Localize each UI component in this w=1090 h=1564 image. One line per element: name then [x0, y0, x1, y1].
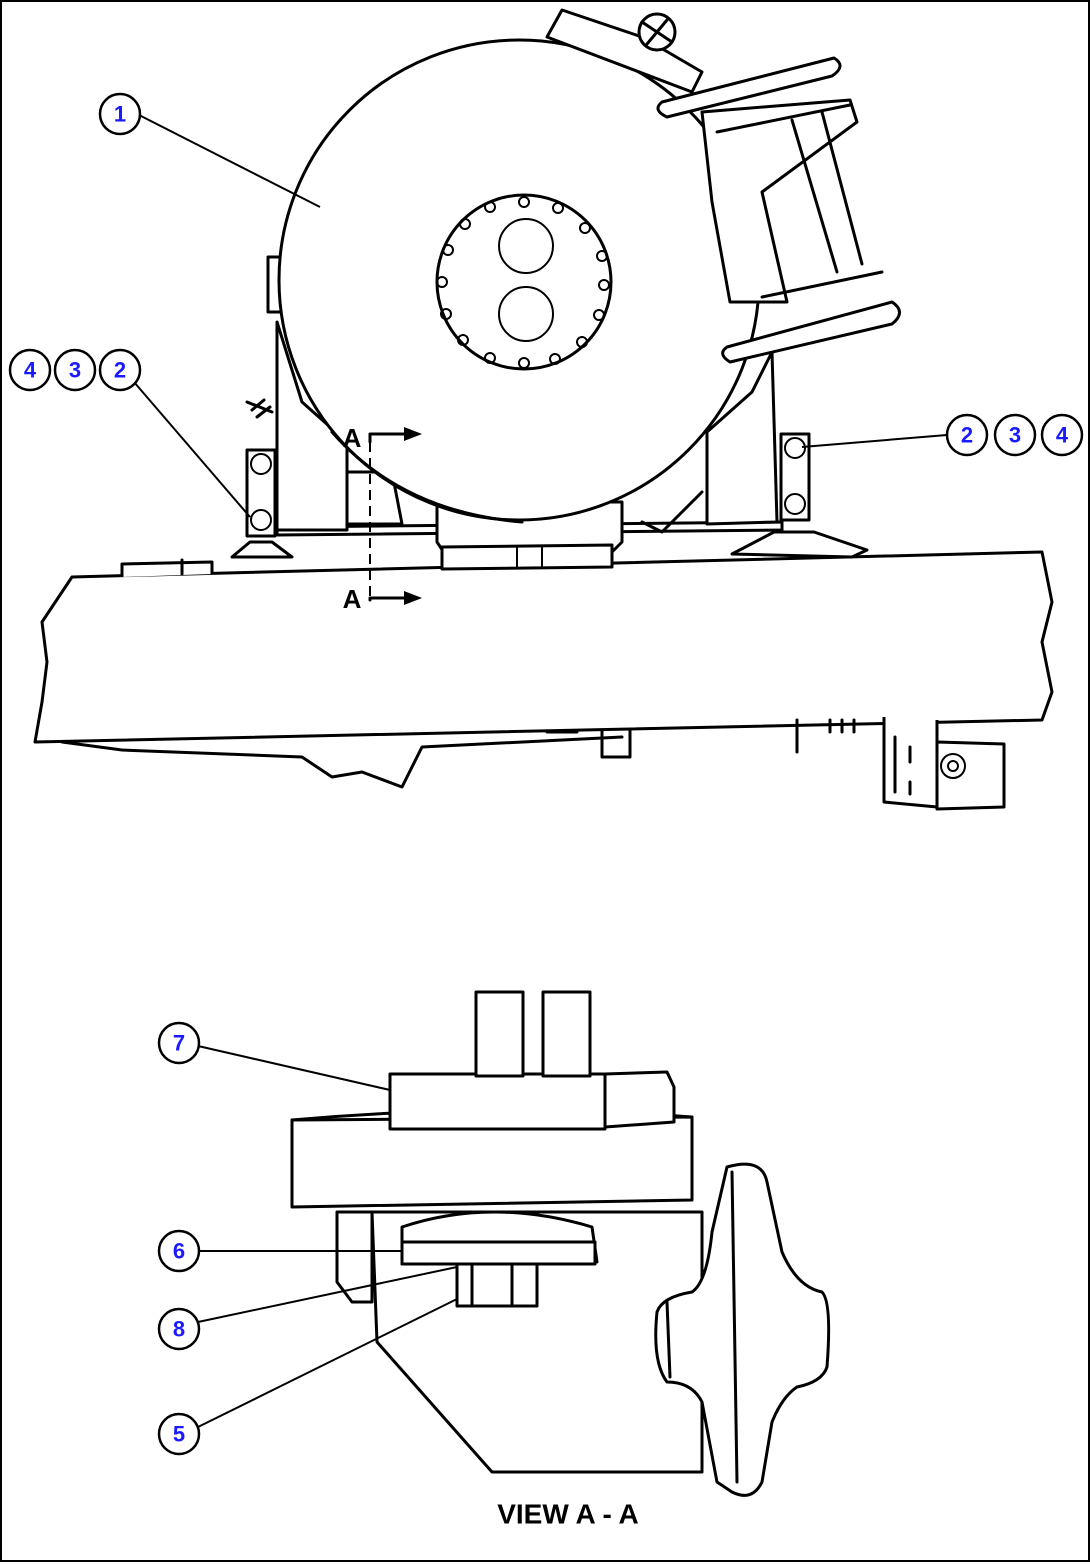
section-mark-bottom: A [343, 584, 362, 614]
callout-3-left-label: 3 [69, 358, 81, 383]
callout-5-label: 5 [173, 1422, 185, 1447]
lower-right-bracket [882, 717, 1006, 811]
main-view: A A [33, 8, 1054, 811]
callout-7: 7 [157, 1021, 201, 1065]
view-title: VIEW A - A [497, 1499, 639, 1530]
isolator-pad [290, 990, 694, 1209]
star-knob [654, 1162, 831, 1497]
callout-2-right: 2 [945, 413, 989, 457]
washer-and-nut [400, 1210, 599, 1308]
left-isolator-mount [230, 448, 294, 559]
callout-7-label: 7 [173, 1031, 185, 1056]
callout-4-right-label: 4 [1056, 423, 1069, 448]
bracket-body [335, 1210, 704, 1474]
section-mark-top: A [343, 423, 362, 453]
section-view: VIEW A - A [290, 990, 831, 1530]
section-line-a-a: A A [343, 423, 422, 614]
frame-rail [33, 550, 1054, 789]
callout-1-label: 1 [114, 102, 126, 127]
callout-2-left: 2 [98, 348, 142, 392]
callout-3-left: 3 [53, 348, 97, 392]
leader-lines [133, 114, 948, 1428]
callout-4-left-label: 4 [24, 358, 37, 383]
callout-6: 6 [157, 1229, 201, 1273]
callout-3-right: 3 [993, 413, 1037, 457]
drum [277, 8, 761, 524]
callout-2-left-label: 2 [114, 358, 126, 383]
callout-5: 5 [157, 1412, 201, 1456]
callout-8-label: 8 [173, 1317, 185, 1342]
mounting-plate [120, 500, 784, 577]
callout-4-left: 4 [8, 348, 52, 392]
callout-4-right: 4 [1040, 413, 1084, 457]
callout-1: 1 [98, 92, 142, 136]
callout-2-right-label: 2 [961, 423, 973, 448]
callout-8: 8 [157, 1307, 201, 1351]
callout-3-right-label: 3 [1009, 423, 1021, 448]
callout-6-label: 6 [173, 1239, 185, 1264]
right-isolator-mount [730, 432, 869, 559]
handle-arms [656, 56, 901, 364]
bolt-circle [436, 196, 610, 369]
